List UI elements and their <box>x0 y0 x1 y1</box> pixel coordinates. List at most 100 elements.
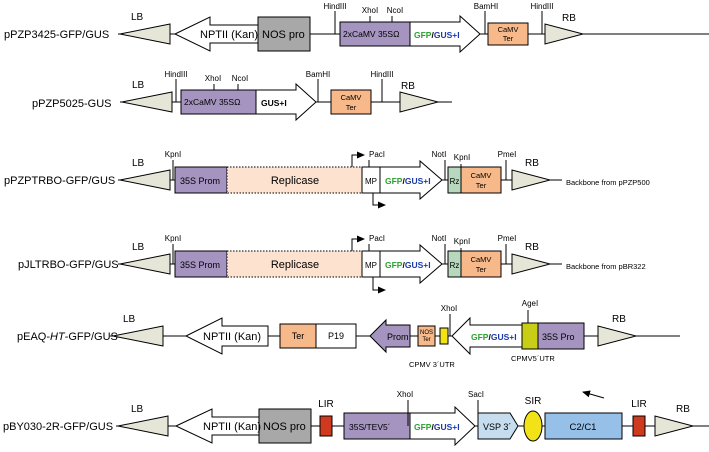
site-paci: PacI <box>369 234 385 243</box>
lir-box <box>319 415 333 437</box>
rb-label: RB <box>612 314 626 325</box>
lir2-label: LIR <box>631 399 647 410</box>
lb-label: LB <box>131 404 144 415</box>
replicase-box <box>226 250 363 278</box>
gus-arrow <box>255 82 317 122</box>
construct-name: pEAQ-HT-GFP/GUS <box>17 331 118 343</box>
camv-ter-box <box>330 89 372 115</box>
backbone-note: Backbone from pPZP500 <box>566 178 650 187</box>
nos-ter-box <box>417 325 436 347</box>
lb-triangle <box>117 415 169 437</box>
site-hindiii: HindIII <box>370 70 393 79</box>
site-pmei: PmeI <box>498 150 517 159</box>
direction-arrow <box>582 390 605 399</box>
prom-35s-box <box>174 166 228 194</box>
utr5-box <box>521 322 539 350</box>
rz-label: Rz <box>450 177 460 186</box>
site-kpni: KpnI <box>165 234 181 243</box>
svg-text:GFP/GUS+I: GFP/GUS+I <box>414 30 460 40</box>
sgrna-promoter-arrow <box>351 235 365 251</box>
gfp-gus-arrow <box>379 159 443 201</box>
promoter-box <box>339 21 411 47</box>
site-noti: NotI <box>432 234 447 243</box>
gus-label: GUS+I <box>405 260 431 270</box>
rb-label: RB <box>562 13 576 24</box>
camv-ter-label-2: Ter <box>476 265 487 274</box>
site-hindiii: HindIII <box>323 2 346 11</box>
svg-text:GFP/GUS+I: GFP/GUS+I <box>385 176 431 186</box>
camv-ter-label-2: Ter <box>476 181 487 190</box>
site-bamhi: BamHI <box>306 70 330 79</box>
svg-text:GFP/GUS+I: GFP/GUS+I <box>471 332 517 342</box>
sgrna-promoter-arrow <box>351 151 365 167</box>
replicase-label: Replicase <box>271 175 319 187</box>
lir-label: LIR <box>318 399 334 410</box>
utr5-label: CPMV5´UTR <box>511 354 555 363</box>
site-bamhi: BamHI <box>474 2 498 11</box>
construct-name: pPZP3425-GFP/GUS <box>4 29 109 41</box>
replicase-label: Replicase <box>271 259 319 271</box>
site-kpni: KpnI <box>454 237 470 246</box>
nos-pro-label: NOS pro <box>262 29 305 41</box>
promoter-label: 35S/TEV5´ <box>349 422 391 432</box>
backbone-note: Backbone from pBR322 <box>566 262 646 271</box>
nos-pro-box <box>258 408 312 444</box>
rb-label: RB <box>401 81 415 92</box>
nos-pro-label: NOS pro <box>263 421 306 433</box>
nptii-label: NPTII (Kan) <box>203 331 261 343</box>
slash-label: / <box>431 422 434 432</box>
site-ncoi: NcoI <box>232 74 248 83</box>
sir-label: SIR <box>525 396 542 407</box>
prom-label: Prom <box>387 332 409 342</box>
rb-label: RB <box>676 404 690 415</box>
gus-label: GUS+I <box>491 332 517 342</box>
camv-ter-label-1: CaMV <box>341 93 362 102</box>
rb-triangle <box>597 325 638 347</box>
rb-triangle <box>544 23 585 45</box>
promoter-box <box>180 89 257 115</box>
camv-ter-label-2: Ter <box>346 103 357 112</box>
camv-ter-box <box>460 250 502 278</box>
lb-triangle <box>112 325 164 347</box>
rb-triangle <box>511 253 552 275</box>
gus-label: GUS+I <box>405 176 431 186</box>
construct-pPZPTRBO: pPZPTRBO-GFP/GUS LB 35S Prom Replicase M… <box>4 150 650 209</box>
gfp-label: GFP <box>414 30 432 40</box>
lb-triangle <box>119 169 171 191</box>
nos-pro-box <box>257 16 311 52</box>
vsp-box <box>477 412 519 440</box>
sgrna-promoter-arrow <box>372 277 386 294</box>
camv-ter-label-1: CaMV <box>498 25 519 34</box>
camv-ter-box <box>460 166 502 194</box>
site-kpni: KpnI <box>165 150 181 159</box>
construct-pPZP5025: pPZP5025-GUS LB 2xCaMV 35SΩ GUS+I CaMV T… <box>32 70 452 122</box>
gfp-label: GFP <box>471 332 489 342</box>
sir-ellipse <box>523 410 543 442</box>
site-hindiii: HindIII <box>530 2 553 11</box>
rb-triangle <box>399 91 440 113</box>
construct-pPZP3425: pPZP3425-GFP/GUS LB NPTII (Kan) NOS pro … <box>4 2 709 54</box>
c2c1-label: C2/C1 <box>570 422 597 433</box>
gfp-label: GFP <box>385 260 403 270</box>
gfp-label: GFP <box>385 176 403 186</box>
site-xhoi: XhoI <box>362 6 378 15</box>
c2c1-box <box>544 412 623 440</box>
nos-ter-label-2: Ter <box>422 337 430 343</box>
vsp-label: VSP 3´ <box>483 422 511 432</box>
mp-label: MP <box>365 261 377 270</box>
site-noti: NotI <box>432 150 447 159</box>
slash-label: / <box>402 260 405 270</box>
site-saci: SacI <box>468 390 484 399</box>
svg-text:GFP/GUS+I: GFP/GUS+I <box>414 422 460 432</box>
lb-label: LB <box>132 242 145 253</box>
construct-pEAQ-HT: pEAQ-HT-GFP/GUS LB NPTII (Kan) Ter P19 P… <box>17 299 680 369</box>
gfp-gus-arrow <box>409 405 476 447</box>
site-pmei: PmeI <box>498 234 517 243</box>
site-xhoi: XhoI <box>205 74 221 83</box>
construct-name: pJLTRBO-GFP/GUS <box>18 259 119 271</box>
pro-35s-label: 35S Pro <box>542 332 575 342</box>
promoter-label: 2xCaMV 35SΩ <box>184 97 240 107</box>
construct-name: pPZPTRBO-GFP/GUS <box>4 175 115 187</box>
p19-box <box>315 323 357 349</box>
camv-ter-label-1: CaMV <box>471 171 492 180</box>
